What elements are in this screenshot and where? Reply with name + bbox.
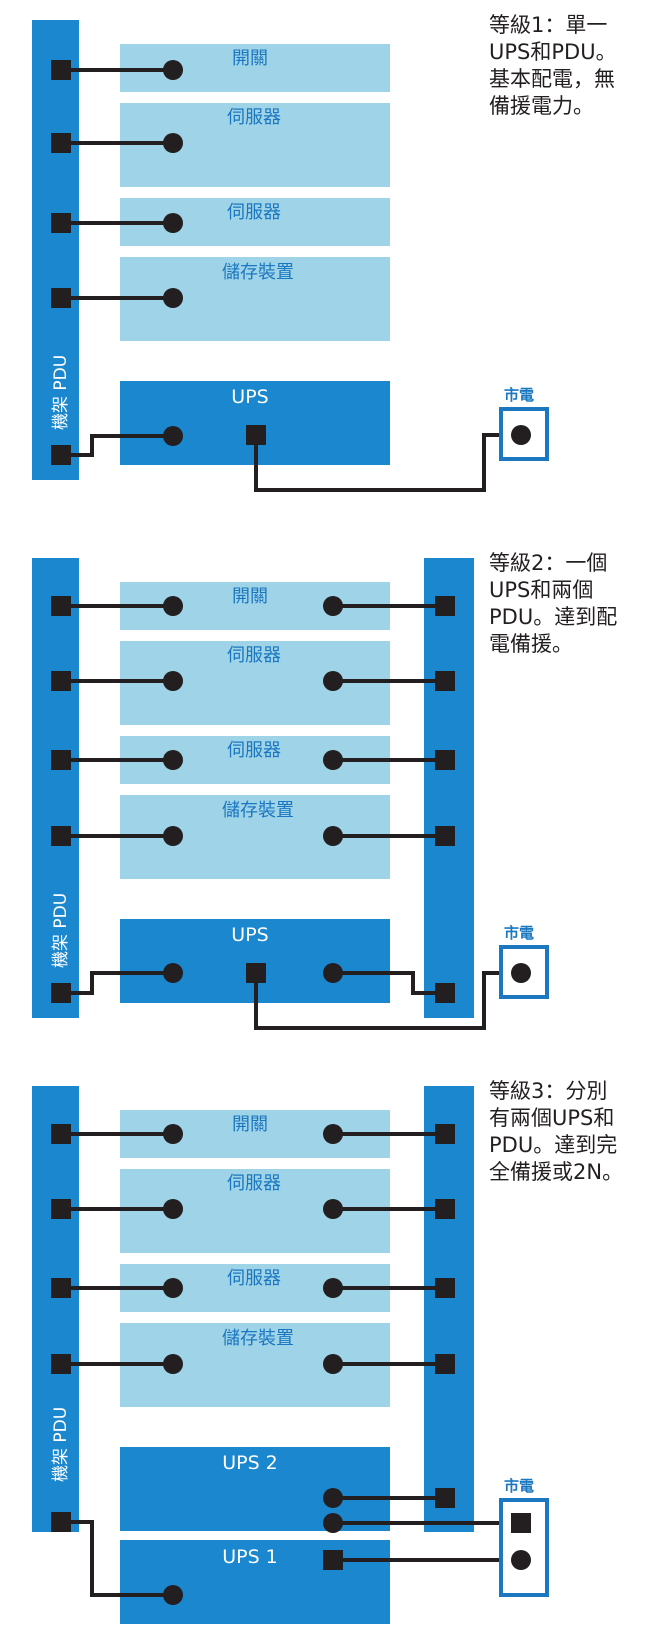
tier2-rack-pdu-label: 機架 PDU <box>51 893 71 968</box>
tier1-device-plug <box>163 288 183 308</box>
tier2-ups-label: UPS <box>231 924 268 946</box>
tier3-device-plug-left <box>163 1585 183 1605</box>
tier2-mains-plug <box>511 963 531 983</box>
tier3-left-pdu-socket <box>51 1278 71 1298</box>
tier2-device-plug-left <box>163 750 183 770</box>
tier1-server2-label: 伺服器 <box>227 202 281 223</box>
tier1-pdu-socket <box>51 445 71 465</box>
tier3-mains-label: 市電 <box>504 1477 534 1495</box>
tier3-storage-label: 儲存裝置 <box>222 1328 294 1349</box>
tier2-device-plug-left <box>163 963 183 983</box>
tier2-device-plug-left <box>163 596 183 616</box>
tier2-left-pdu-socket <box>51 750 71 770</box>
tier1-ups-input-socket <box>246 425 266 445</box>
tier2-right-pdu-socket <box>435 596 455 616</box>
tier3-right-pdu-socket <box>435 1199 455 1219</box>
tier3-right-pdu-socket <box>435 1124 455 1144</box>
tier3-left-pdu-socket <box>51 1354 71 1374</box>
tier2-wire-ups-to-left-pdu <box>60 971 173 995</box>
tier2-left-pdu-socket <box>51 826 71 846</box>
tier1-pdu-socket <box>51 288 71 308</box>
tier1-storage-label: 儲存裝置 <box>222 262 294 283</box>
tier1-switch-label: 開關 <box>232 48 268 69</box>
tier3-right-pdu-socket <box>435 1278 455 1298</box>
tier2-right-pdu-socket <box>435 671 455 691</box>
tier1-rack-pdu-label: 機架 PDU <box>51 355 71 430</box>
tier2-right-pdu-socket <box>435 983 455 1003</box>
tier-1-diagram: 機架 PDU 開關 伺服器 伺服器 儲存裝置 UPS 市電 <box>32 13 623 492</box>
tier2-wire-ups-to-right-pdu <box>333 971 445 995</box>
tier3-device-plug-right <box>323 1488 343 1508</box>
tier2-right-rack-pdu <box>424 558 474 1018</box>
tier1-left-rack-pdu <box>32 20 79 480</box>
tier3-ups2-input-plug <box>323 1513 343 1533</box>
tier2-mains-label: 市電 <box>504 924 534 942</box>
tier3-wire-ups1-to-left-pdu <box>60 1520 173 1597</box>
tier3-ups2-box <box>120 1447 390 1531</box>
tier1-description: 等級1：單一 UPS和PDU。 基本配電，無 備援電力。 <box>489 13 623 118</box>
tier2-wire-ups-to-mains <box>254 971 521 1030</box>
tier2-description: 等級2：一個 UPS和兩個 PDU。達到配 電備援。 <box>489 551 624 656</box>
tier3-server1-label: 伺服器 <box>227 1173 281 1194</box>
tier3-rack-pdu-label: 機架 PDU <box>51 1407 71 1482</box>
tier1-mains-plug <box>511 425 531 445</box>
tier3-right-pdu-socket <box>435 1354 455 1374</box>
tier3-ups1-label: UPS 1 <box>222 1546 278 1568</box>
tier3-ups1-input-socket <box>323 1550 343 1570</box>
tier1-pdu-socket <box>51 133 71 153</box>
tier2-left-pdu-socket <box>51 596 71 616</box>
tier3-device-plug-right <box>323 1124 343 1144</box>
tier3-left-pdu-socket <box>51 1199 71 1219</box>
tier2-device-plug-right <box>323 826 343 846</box>
tier1-pdu-socket <box>51 213 71 233</box>
tier2-device-plug-right <box>323 596 343 616</box>
tier2-left-rack-pdu <box>32 558 79 1018</box>
tier2-left-pdu-socket <box>51 671 71 691</box>
tier2-switch-label: 開關 <box>232 586 268 607</box>
tier1-device-plug <box>163 60 183 80</box>
tier3-device-plug-left <box>163 1354 183 1374</box>
tier1-device-plug <box>163 213 183 233</box>
tier3-device-plug-left <box>163 1199 183 1219</box>
tier2-device-plug-right <box>323 963 343 983</box>
tier3-device-plug-left <box>163 1278 183 1298</box>
tier3-ups2-label: UPS 2 <box>222 1452 278 1474</box>
tier2-server1-label: 伺服器 <box>227 645 281 666</box>
tier1-ups-label: UPS <box>231 386 268 408</box>
tier3-mains-socket <box>511 1513 531 1533</box>
tier2-ups-input-socket <box>246 963 266 983</box>
tier1-wire-ups-to-mains <box>254 433 521 492</box>
tier3-left-pdu-socket <box>51 1124 71 1144</box>
tier3-device-plug-right <box>323 1354 343 1374</box>
tier2-device-plug-right <box>323 750 343 770</box>
tier2-storage-label: 儲存裝置 <box>222 800 294 821</box>
tier1-wire-ups-to-pdu <box>60 434 173 457</box>
tier2-device-plug-right <box>323 671 343 691</box>
tier3-right-rack-pdu <box>424 1086 474 1532</box>
tier2-right-pdu-socket <box>435 826 455 846</box>
tier3-right-pdu-socket <box>435 1488 455 1508</box>
tier3-switch-label: 開關 <box>232 1114 268 1135</box>
tier2-left-pdu-socket <box>51 983 71 1003</box>
tier2-device-plug-left <box>163 826 183 846</box>
tier-2-diagram: 機架 PDU 開關 伺服器 伺服器 儲存裝置 UPS <box>32 551 624 1030</box>
tier3-device-plug-left <box>163 1124 183 1144</box>
tier2-right-pdu-socket <box>435 750 455 770</box>
tier3-device-plug-right <box>323 1278 343 1298</box>
tier2-server2-label: 伺服器 <box>227 740 281 761</box>
tier3-device-plug-right <box>323 1199 343 1219</box>
tier3-left-rack-pdu <box>32 1086 79 1532</box>
tier3-ups1-box <box>120 1540 390 1624</box>
tier-3-diagram: 機架 PDU 開關 伺服器 伺服器 儲存裝置 UPS 2 UPS 1 <box>32 1079 624 1624</box>
tier3-left-pdu-socket <box>51 1512 71 1532</box>
tier1-device-plug <box>163 426 183 446</box>
tier1-pdu-socket <box>51 60 71 80</box>
tier3-server2-label: 伺服器 <box>227 1268 281 1289</box>
tier3-mains-plug <box>511 1550 531 1570</box>
tier3-description: 等級3：分別 有兩個UPS和 PDU。達到完 全備援或2N。 <box>489 1079 624 1184</box>
tier1-server1-label: 伺服器 <box>227 107 281 128</box>
tier1-device-plug <box>163 133 183 153</box>
tier1-mains-label: 市電 <box>504 386 534 404</box>
tier2-device-plug-left <box>163 671 183 691</box>
